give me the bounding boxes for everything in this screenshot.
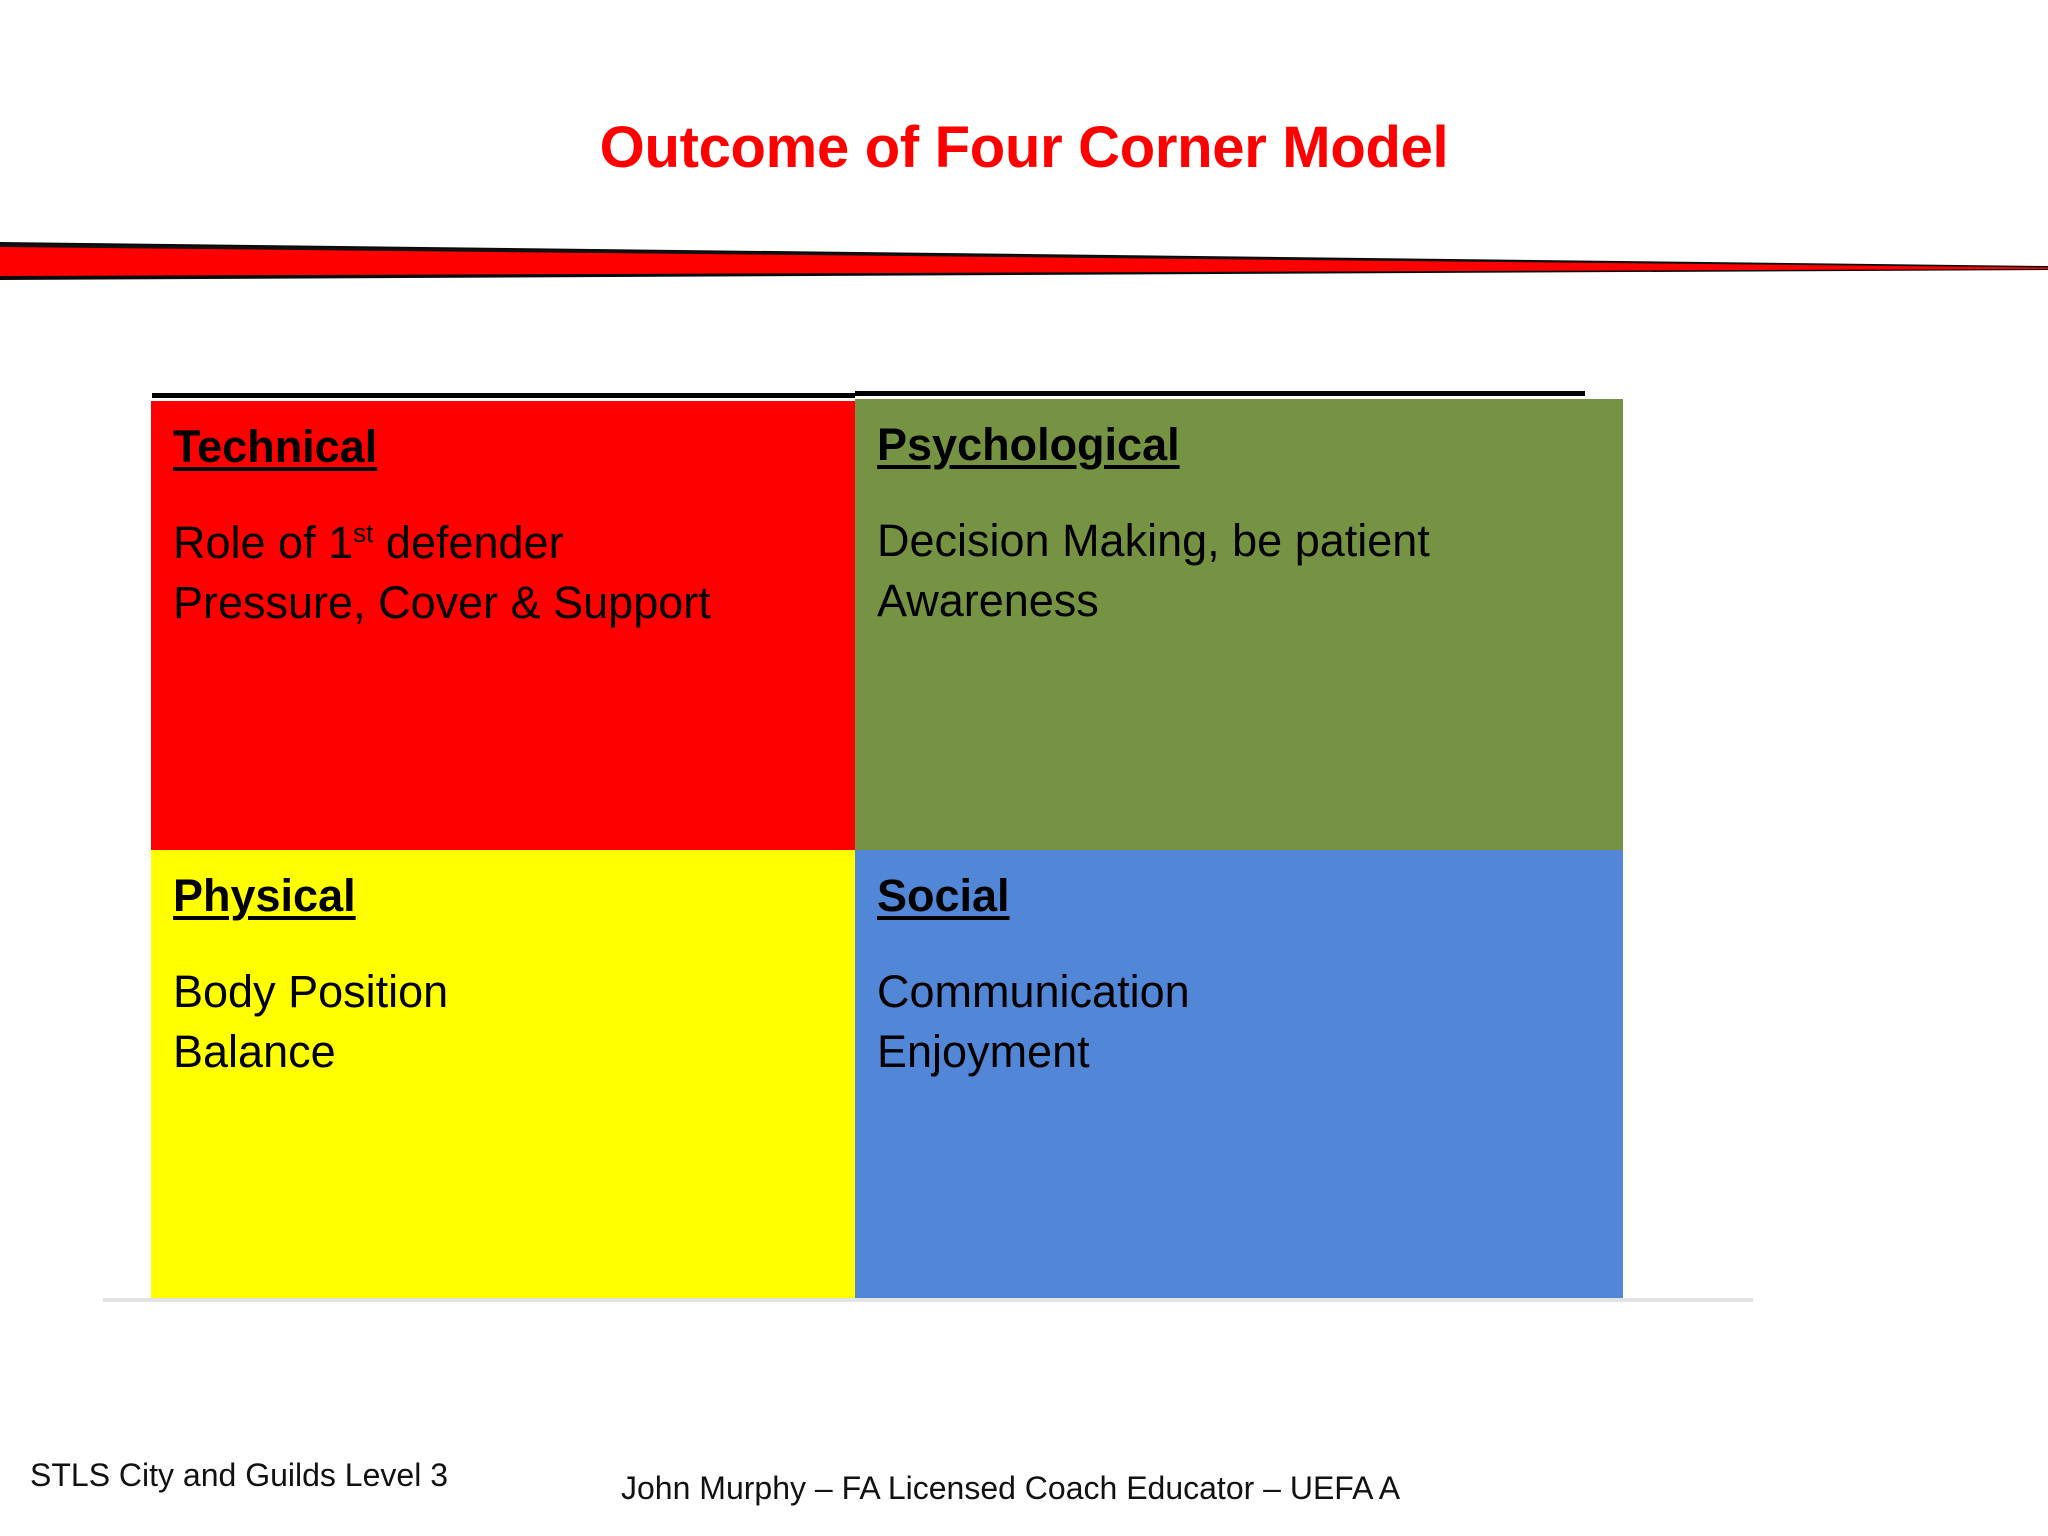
technical-line1-pre: Role of 1	[173, 517, 354, 569]
quadrant-technical-body: Role of 1st defender Pressure, Cover & S…	[173, 513, 855, 632]
quadrant-physical-line-2: Balance	[173, 1025, 336, 1077]
grid-bottom-rule	[103, 1298, 1753, 1302]
quadrant-physical-heading: Physical	[173, 870, 356, 921]
quadrant-technical-heading: Technical	[173, 421, 378, 472]
tapered-red-banner-decoration	[0, 242, 2048, 280]
quadrant-physical-line-1: Body Position	[173, 966, 449, 1018]
quadrant-psychological-heading: Psychological	[877, 419, 1180, 470]
four-corner-grid: Technical Role of 1st defender Pressure,…	[151, 399, 1623, 1300]
quadrant-social[interactable]: Social Communication Enjoyment	[855, 850, 1623, 1298]
quadrant-psychological[interactable]: Psychological Decision Making, be patien…	[855, 399, 1623, 850]
quadrant-social-body: Communication Enjoyment	[877, 962, 1623, 1081]
quadrant-psychological-line-2: Awareness	[877, 574, 1099, 626]
quadrant-technical-line-2: Pressure, Cover & Support	[173, 576, 711, 628]
quadrant-physical[interactable]: Physical Body Position Balance	[151, 850, 855, 1300]
quadrant-psychological-line-1: Decision Making, be patient	[877, 515, 1430, 567]
slide-title: Outcome of Four Corner Model	[599, 115, 1449, 180]
quadrant-social-line-2: Enjoyment	[877, 1025, 1090, 1077]
quadrant-technical-line-1: Role of 1st defender	[173, 513, 855, 572]
technical-line1-post: defender	[373, 517, 564, 569]
quadrant-technical[interactable]: Technical Role of 1st defender Pressure,…	[151, 401, 855, 850]
quadrant-physical-body: Body Position Balance	[173, 962, 855, 1081]
footer-course-label: STLS City and Guilds Level 3	[30, 1457, 448, 1493]
footer-author-label: John Murphy – FA Licensed Coach Educator…	[621, 1470, 1401, 1506]
grid-top-rule-left	[152, 393, 855, 398]
quadrant-psychological-body: Decision Making, be patient Awareness	[877, 511, 1623, 630]
grid-top-rule-right	[855, 391, 1585, 396]
quadrant-social-line-1: Communication	[877, 966, 1190, 1018]
quadrant-social-heading: Social	[877, 870, 1010, 921]
technical-line1-superscript: st	[353, 518, 374, 549]
